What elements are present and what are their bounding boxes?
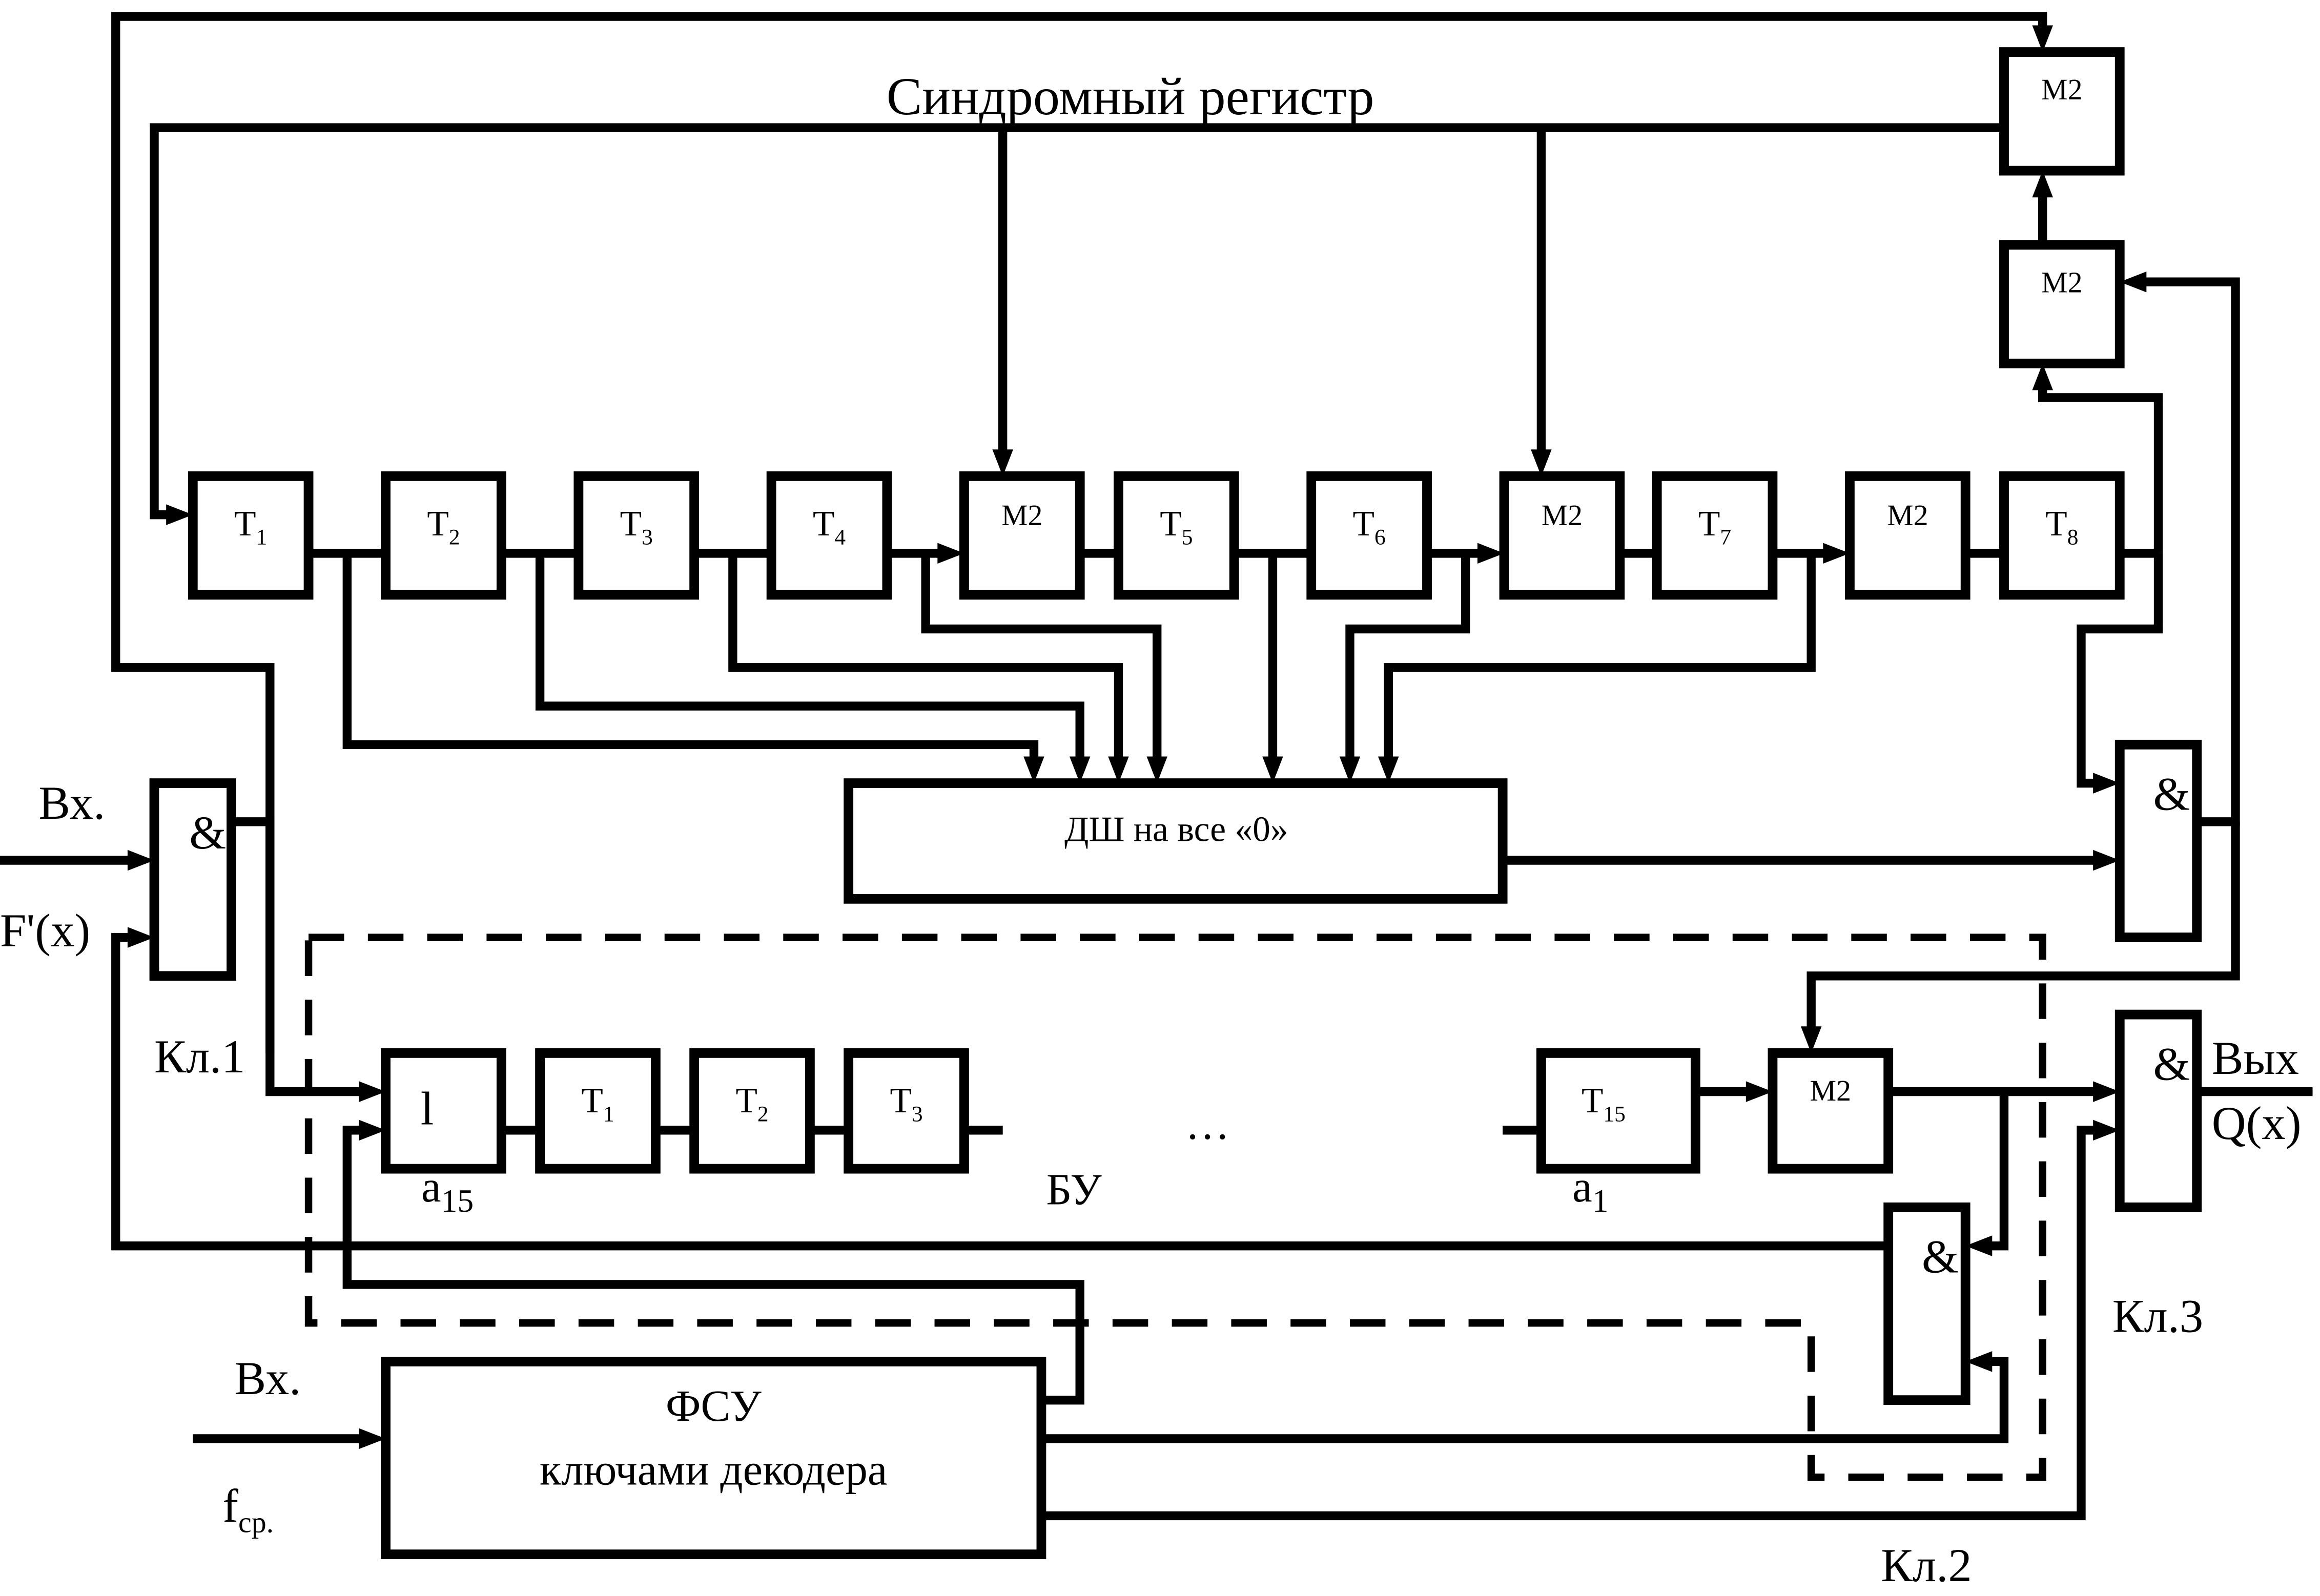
- key1-label: Кл.1: [154, 1030, 245, 1083]
- syndrome-t3-label: Т3: [620, 504, 653, 549]
- buffer-a1-label: a1: [1572, 1162, 1608, 1219]
- input-signal-label: F'(x): [0, 904, 90, 957]
- labels: Синдромный регистр Т1 Т2 Т3 Т4 М2 Т5 Т6 …: [0, 67, 2302, 1592]
- syndrome-t8-block: [1999, 471, 2125, 600]
- m2-mid-label: М2: [2041, 265, 2082, 299]
- syndrome-t2-block: [381, 471, 506, 600]
- fsu-subtitle: ключами декодера: [540, 1445, 887, 1495]
- buffer-t3-label: Т3: [890, 1081, 922, 1126]
- diagram-title: Синдромный регистр: [887, 67, 1374, 126]
- buffer-m2-block: [1768, 1048, 1894, 1174]
- syndrome-t1-block: [188, 471, 314, 600]
- m2-top-block: [1999, 47, 2125, 176]
- syndrome-m2c-block: [1845, 471, 1970, 600]
- syndrome-t4-label: Т4: [813, 504, 846, 549]
- buffer-t2-label: Т2: [735, 1081, 768, 1126]
- m2-mid-block: [1999, 240, 2125, 368]
- syndrome-t6-block: [1306, 471, 1432, 600]
- clock-label: fср.: [222, 1480, 274, 1539]
- and-key1-label: &: [189, 806, 226, 859]
- syndrome-m2c-label: М2: [1887, 499, 1928, 532]
- and-output-label: &: [2153, 1038, 2190, 1090]
- syndrome-t7-block: [1652, 471, 1778, 600]
- syndrome-t4-block: [766, 471, 892, 600]
- and-feedback-block: [1883, 1202, 1970, 1405]
- buffer-t15-block: [1536, 1048, 1700, 1174]
- syndrome-t6-label: Т6: [1353, 504, 1386, 549]
- buffer-ellipsis: …: [1185, 1100, 1230, 1149]
- syndrome-t3-block: [573, 471, 700, 600]
- fsu-block: [381, 1357, 1046, 1560]
- output-top-label: Вых: [2212, 1032, 2299, 1085]
- and-output-block: [2114, 1009, 2202, 1212]
- syndrome-t7-label: Т7: [1698, 504, 1731, 549]
- input-bottom-label: Вх.: [234, 1352, 301, 1405]
- syndrome-t2-label: Т2: [427, 504, 460, 549]
- m2-top-label: М2: [2041, 73, 2082, 106]
- buffer-t2-block: [689, 1048, 815, 1174]
- and-right-block: [2114, 739, 2202, 942]
- fsu-title: ФСУ: [666, 1381, 762, 1431]
- blocks: [149, 47, 2202, 1560]
- buffer-t1-label: Т1: [581, 1081, 614, 1126]
- buffer-first-cell-label: l: [421, 1082, 434, 1135]
- syndrome-t5-block: [1114, 471, 1239, 600]
- syndrome-t5-label: Т5: [1160, 504, 1193, 549]
- buffer-name-label: БУ: [1046, 1165, 1102, 1214]
- buffer-m2-label: М2: [1810, 1074, 1851, 1107]
- and-key1-block: [149, 778, 236, 981]
- arrowheads: [127, 25, 2147, 1449]
- and-feedback-label: &: [1922, 1231, 1959, 1283]
- buffer-a15-label: a15: [421, 1162, 474, 1219]
- output-signal-label: Q(x): [2212, 1097, 2302, 1150]
- zero-decoder-label: ДШ на все «0»: [1064, 810, 1288, 849]
- syndrome-t1-label: Т1: [234, 504, 267, 549]
- syndrome-m2b-label: М2: [1542, 499, 1583, 532]
- key2-label: Кл.2: [1881, 1539, 1972, 1592]
- buffer-t3-block: [844, 1048, 969, 1174]
- buffer-t15-label: Т15: [1582, 1081, 1626, 1126]
- syndrome-t8-label: Т8: [2045, 504, 2078, 549]
- buffer-t1-block: [535, 1048, 661, 1174]
- key3-label: Кл.3: [2112, 1290, 2203, 1343]
- input-top-label: Вх.: [38, 777, 105, 830]
- syndrome-m2a-label: М2: [1001, 499, 1042, 532]
- and-right-label: &: [2153, 768, 2190, 821]
- zero-decoder-block: [844, 778, 1508, 904]
- buffer-first-cell-block: [381, 1048, 506, 1174]
- syndrome-m2b-block: [1499, 471, 1625, 600]
- syndrome-m2a-block: [959, 471, 1085, 600]
